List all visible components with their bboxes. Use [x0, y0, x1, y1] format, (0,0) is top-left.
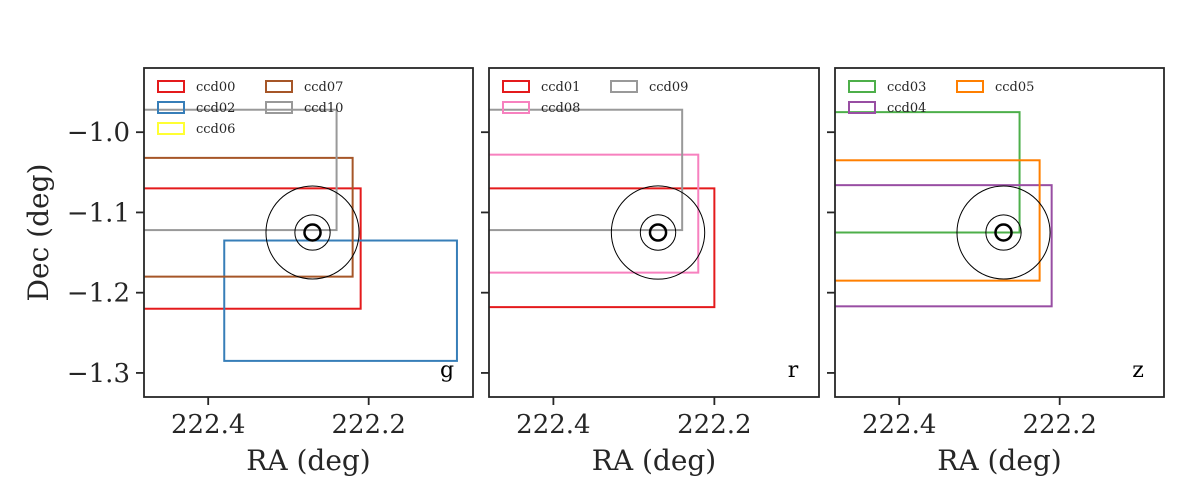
legend-swatch — [956, 80, 984, 93]
legend-label: ccd07 — [304, 80, 343, 95]
target-circle — [610, 185, 706, 280]
y-tick-label: −1.2 — [67, 279, 130, 309]
panel-r: 222.4 222.2 RA (deg) r ccd01 ccd08 ccd09 — [481, 67, 820, 477]
legend-label: ccd06 — [196, 122, 235, 137]
panel-z: 222.4 222.2 RA (deg) z ccd03 ccd04 ccd05 — [827, 67, 1165, 477]
y-tick-label: −1.3 — [67, 359, 130, 389]
legend-swatch — [848, 80, 876, 93]
legend-swatch — [265, 80, 293, 93]
panel-g: 222.4 222.2 −1.0 −1.1 −1.2 −1.3 RA (deg) Dec (d… — [22, 67, 474, 477]
legend-entry-ccd09: ccd09 — [610, 80, 688, 95]
legend-label: ccd02 — [196, 101, 235, 116]
legend-swatch — [157, 122, 185, 135]
axes-frame — [143, 67, 474, 398]
footprint-ccd01 — [489, 187, 716, 309]
target-circle — [985, 214, 1022, 251]
target-circle — [648, 223, 668, 242]
legend-entry-ccd05: ccd05 — [956, 80, 1034, 95]
x-tick-label: 222.4 — [516, 410, 590, 440]
target-circle — [639, 214, 677, 251]
footprint-ccd04 — [835, 184, 1053, 308]
legend-label: ccd01 — [541, 80, 580, 95]
legend-entry-ccd02: ccd02 — [157, 101, 235, 116]
x-tick-label: 222.4 — [862, 410, 936, 440]
band-label: z — [1132, 358, 1144, 383]
legend-swatch — [502, 80, 530, 93]
legend-label: ccd04 — [887, 101, 926, 116]
target-circle — [294, 214, 331, 251]
x-tick-label: 222.4 — [171, 410, 245, 440]
footprint-ccd02 — [223, 239, 458, 362]
axes-frame — [834, 67, 1165, 398]
target-circle — [956, 185, 1051, 280]
legend-label: ccd10 — [304, 101, 343, 116]
legend-swatch — [848, 101, 876, 114]
target-circle — [265, 185, 360, 280]
x-axis-label: RA (deg) — [937, 444, 1061, 477]
target-circle — [303, 223, 322, 242]
footprint-ccd07 — [144, 156, 354, 278]
band-label: r — [788, 358, 799, 383]
legend-entry-ccd03: ccd03 — [848, 80, 926, 95]
y-tick-label: −1.1 — [67, 198, 130, 228]
legend-label: ccd09 — [649, 80, 688, 95]
legend-entry-ccd01: ccd01 — [502, 80, 580, 95]
legend-swatch — [157, 101, 185, 114]
legend-entry-ccd10: ccd10 — [265, 101, 343, 116]
band-label: g — [440, 358, 454, 383]
legend-swatch — [157, 80, 185, 93]
x-tick-label: 222.2 — [331, 410, 405, 440]
x-tick-label: 222.2 — [677, 410, 751, 440]
y-axis-label: Dec (deg) — [22, 164, 55, 302]
target-circle — [994, 223, 1013, 242]
legend-swatch — [265, 101, 293, 114]
x-axis-label: RA (deg) — [592, 444, 716, 477]
footprint-ccd10 — [144, 108, 338, 232]
legend-label: ccd05 — [995, 80, 1034, 95]
legend-label: ccd00 — [196, 80, 235, 95]
plot-area — [144, 108, 458, 362]
x-axis-label: RA (deg) — [246, 444, 370, 477]
legend-entry-ccd06: ccd06 — [157, 122, 235, 137]
legend-swatch — [610, 80, 638, 93]
legend-entry-ccd08: ccd08 — [502, 101, 580, 116]
plot-area — [835, 111, 1053, 308]
footprint-ccd09 — [489, 108, 684, 232]
legend-entry-ccd07: ccd07 — [265, 80, 343, 95]
footprint-ccd00 — [144, 187, 362, 310]
footprint-ccd05 — [835, 159, 1041, 282]
y-tick-label: −1.0 — [67, 118, 130, 148]
legend-label: ccd08 — [541, 101, 580, 116]
plot-area — [489, 108, 716, 309]
axes-frame — [488, 67, 820, 398]
legend-entry-ccd04: ccd04 — [848, 101, 926, 116]
footprint-ccd03 — [835, 111, 1021, 234]
footprint-ccd08 — [489, 153, 700, 274]
legend-swatch — [502, 101, 530, 114]
x-tick-label: 222.2 — [1022, 410, 1096, 440]
legend-label: ccd03 — [887, 80, 926, 95]
legend-entry-ccd00: ccd00 — [157, 80, 235, 95]
